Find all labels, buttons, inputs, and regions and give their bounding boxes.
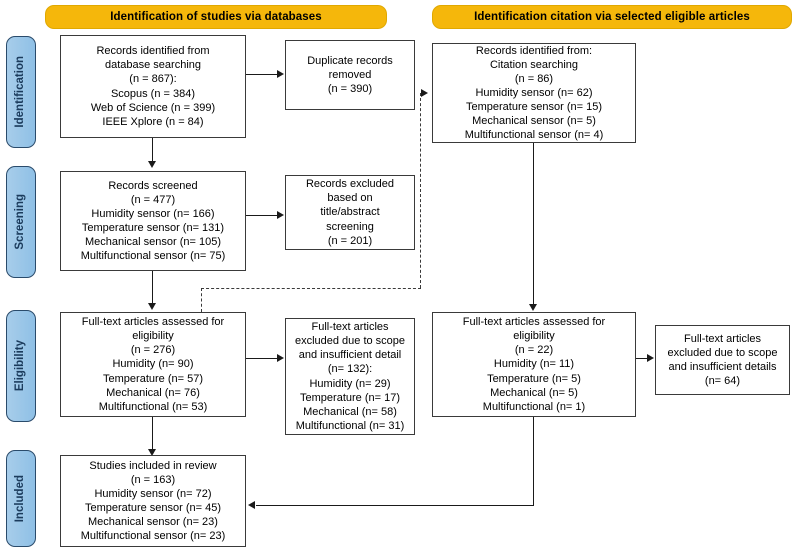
- arrowhead-dashed-to-citation: [421, 88, 428, 97]
- box-fulltext-assessed-citations: Full-text articles assessed for eligibil…: [432, 312, 636, 417]
- connector-assessed-db-to-included: [152, 417, 154, 450]
- box-fulltext-excluded-databases-text: Full-text articles excluded due to scope…: [294, 321, 406, 432]
- connector-assessed-db-to-excluded-db: [246, 358, 278, 360]
- connector-assessed-cite-to-excluded-cite: [636, 358, 648, 360]
- arrowhead-screened-to-excluded: [277, 210, 284, 219]
- connector-assessed-cite-to-included-vertical: [533, 417, 535, 506]
- box-studies-included: Studies included in review (n = 163) Hum…: [60, 455, 246, 547]
- box-records-excluded-text: Records excluded based on title/abstract…: [305, 178, 395, 247]
- dashed-connector-segment-horizontal: [201, 288, 421, 289]
- box-records-identified: Records identified from database searchi…: [60, 35, 246, 138]
- connector-screened-to-fulltext: [152, 271, 154, 304]
- stage-label-included: Included: [6, 450, 36, 547]
- box-citation-identified: Records identified from: Citation search…: [432, 43, 636, 143]
- connector-screened-to-excluded: [246, 215, 278, 217]
- box-fulltext-excluded-citations: Full-text articles excluded due to scope…: [655, 325, 790, 395]
- box-records-screened-text: Records screened (n = 477) Humidity sens…: [80, 179, 226, 263]
- box-fulltext-excluded-citations-text: Full-text articles excluded due to scope…: [667, 332, 778, 388]
- arrowhead-citation-identified-to-assessed: [529, 304, 537, 311]
- connector-citation-identified-to-assessed: [533, 143, 535, 305]
- header-databases-label: Identification of studies via databases: [110, 11, 322, 23]
- stage-label-screening: Screening: [6, 166, 36, 278]
- box-fulltext-assessed-databases-text: Full-text articles assessed for eligibil…: [81, 316, 225, 413]
- arrowhead-assessed-db-to-excluded-db: [277, 353, 284, 362]
- box-fulltext-excluded-databases: Full-text articles excluded due to scope…: [285, 318, 415, 435]
- box-fulltext-assessed-databases: Full-text articles assessed for eligibil…: [60, 312, 246, 417]
- header-citations: Identification citation via selected eli…: [432, 5, 792, 29]
- dashed-connector-segment-vertical-right: [420, 93, 421, 288]
- box-records-excluded: Records excluded based on title/abstract…: [285, 175, 415, 250]
- stage-label-identification-text: Identification: [14, 56, 27, 128]
- box-citation-identified-text: Records identified from: Citation search…: [464, 44, 604, 142]
- connector-identified-to-duplicates: [246, 74, 278, 76]
- box-studies-included-text: Studies included in review (n = 163) Hum…: [80, 459, 226, 543]
- connector-assessed-cite-to-included-horizontal: [256, 505, 534, 507]
- box-records-identified-text: Records identified from database searchi…: [90, 45, 216, 128]
- stage-label-eligibility: Eligibility: [6, 310, 36, 422]
- stage-label-screening-text: Screening: [14, 194, 27, 250]
- arrowhead-assessed-db-to-included: [148, 449, 156, 456]
- header-databases: Identification of studies via databases: [45, 5, 387, 29]
- stage-label-identification: Identification: [6, 36, 36, 148]
- stage-label-included-text: Included: [14, 474, 27, 523]
- header-citations-label: Identification citation via selected eli…: [474, 11, 750, 23]
- arrowhead-assessed-cite-to-excluded-cite: [647, 353, 654, 362]
- connector-identified-to-screened: [152, 138, 154, 162]
- arrowhead-screened-to-fulltext: [148, 303, 156, 310]
- dashed-connector-segment-vertical-left: [201, 288, 202, 312]
- box-duplicates-removed-text: Duplicate records removed (n = 390): [307, 54, 393, 96]
- arrowhead-identified-to-duplicates: [277, 69, 284, 78]
- stage-label-eligibility-text: Eligibility: [14, 340, 27, 392]
- box-duplicates-removed: Duplicate records removed (n = 390): [285, 40, 415, 110]
- box-fulltext-assessed-citations-text: Full-text articles assessed for eligibil…: [462, 316, 606, 413]
- arrowhead-assessed-cite-to-included: [248, 500, 255, 509]
- arrowhead-identified-to-screened: [148, 161, 156, 168]
- box-records-screened: Records screened (n = 477) Humidity sens…: [60, 171, 246, 271]
